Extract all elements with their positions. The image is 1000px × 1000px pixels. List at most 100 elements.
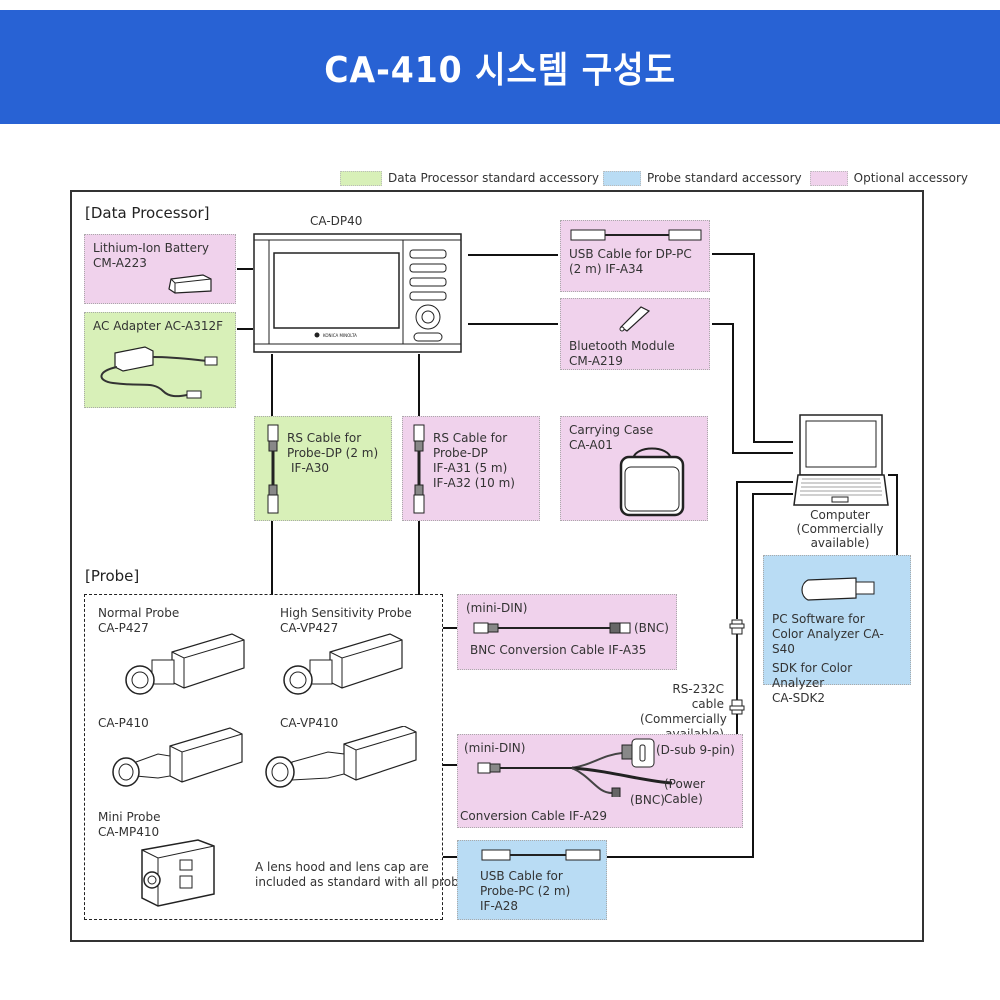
rs-cable-icon bbox=[413, 424, 425, 514]
computer-label-line1: Computer bbox=[810, 508, 870, 522]
conversion-mini-din-label: (mini-DIN) bbox=[464, 741, 526, 755]
computer-label-line2: (Commercially bbox=[796, 522, 884, 536]
conversion-cable-name: Conversion Cable IF-A29 bbox=[460, 809, 607, 823]
usb-probe-pc-line3: IF-A28 bbox=[480, 899, 518, 913]
carrying-case-box[interactable]: Carrying Case CA-A01 bbox=[560, 416, 708, 521]
connector-dp-rs-std bbox=[271, 354, 273, 418]
battery-label-line1: Lithium-Ion Battery bbox=[93, 241, 210, 255]
probe-vp410-model: CA-VP410 bbox=[280, 716, 339, 730]
connector-rs232c-computer bbox=[736, 481, 793, 483]
probe-ca-p410-icon bbox=[112, 727, 243, 787]
probe-p410-model: CA-P410 bbox=[98, 716, 149, 730]
section-label-data-processor: [Data Processor] bbox=[85, 204, 210, 222]
rs-cable-std-line3: IF-A30 bbox=[291, 461, 329, 475]
computer-label-line3: available) bbox=[810, 536, 870, 550]
conversion-cable-box[interactable]: (mini-DIN) (D-sub 9-pin) (Power Cable) (… bbox=[457, 734, 743, 828]
probe-ca-vp410-icon bbox=[265, 726, 417, 788]
bnc-cable-icon bbox=[473, 622, 631, 634]
usb-probe-pc-cable-box[interactable]: USB Cable for Probe-PC (2 m) IF-A28 bbox=[457, 840, 607, 920]
carrying-case-line1: Carrying Case bbox=[569, 423, 654, 437]
rs232c-line1: RS-232C cable bbox=[672, 682, 724, 711]
rs-cable-opt-line1: RS Cable for bbox=[433, 431, 508, 445]
connector-dp-usb bbox=[468, 254, 558, 256]
probe-note-line1: A lens hood and lens cap are bbox=[255, 860, 429, 874]
usb-dp-pc-cable-box[interactable]: USB Cable for DP-PC (2 m) IF-A34 bbox=[560, 220, 710, 292]
battery-box[interactable]: Lithium-Ion Battery CM-A223 bbox=[84, 234, 236, 304]
bluetooth-module-icon bbox=[619, 306, 651, 332]
bnc-conversion-cable-box[interactable]: (mini-DIN) (BNC) BNC Conversion Cable IF… bbox=[457, 594, 677, 670]
legend-swatch-probe-standard bbox=[602, 170, 641, 186]
connector-computer-sw-right bbox=[888, 474, 898, 476]
software-line3: SDK for Color Analyzer bbox=[772, 661, 853, 690]
bnc-end-label: (BNC) bbox=[634, 621, 669, 635]
data-processor-device: KONICA MINOLTA bbox=[253, 232, 463, 354]
software-line2: Color Analyzer CA-S40 bbox=[772, 627, 884, 656]
bnc-mini-din-label: (mini-DIN) bbox=[466, 601, 528, 615]
probe-group bbox=[84, 594, 443, 920]
battery-icon bbox=[168, 274, 212, 294]
bluetooth-label-line2: CM-A219 bbox=[569, 354, 623, 368]
rs232c-line2: (Commercially bbox=[640, 712, 727, 726]
rs-cable-optional-box[interactable]: RS Cable for Probe-DP IF-A31 (5 m) IF-A3… bbox=[402, 416, 540, 521]
probe-note-line2: included as standard with all probes bbox=[255, 875, 473, 889]
usb-stick-icon bbox=[801, 577, 875, 601]
conversion-dsub-label: (D-sub 9-pin) bbox=[656, 743, 735, 757]
rs-cable-opt-line2: Probe-DP bbox=[433, 446, 488, 460]
connector-usb-dp-pc-right bbox=[712, 253, 755, 255]
connector-usb-dp-pc-to-computer bbox=[753, 441, 793, 443]
bnc-cable-name: BNC Conversion Cable IF-A35 bbox=[470, 643, 647, 657]
connector-usb-probe-pc-right bbox=[607, 856, 754, 858]
probe-normal-name: Normal Probe bbox=[98, 606, 180, 620]
ac-adapter-label: AC Adapter AC-A312F bbox=[93, 319, 224, 333]
connector-dp-rs-opt bbox=[418, 354, 420, 418]
conversion-power-label: (Power Cable) bbox=[664, 777, 705, 806]
page-title: CA-410 시스템 구성도 bbox=[324, 50, 676, 91]
rs-cable-opt-line3: IF-A31 (5 m) bbox=[433, 461, 508, 475]
connector-bt-to-computer bbox=[732, 452, 793, 454]
connector-bt-right bbox=[712, 323, 734, 325]
usb-dp-pc-label-line1: USB Cable for DP-PC bbox=[569, 247, 692, 261]
probe-ca-mp410-icon bbox=[141, 839, 215, 907]
brand-logo-text: KONICA MINOLTA bbox=[323, 333, 357, 338]
bluetooth-label-line1: Bluetooth Module bbox=[569, 339, 675, 353]
connector-battery-dp bbox=[237, 268, 253, 270]
computer: Computer (Commercially available) bbox=[790, 413, 890, 553]
rs-cable-std-line1: RS Cable for bbox=[287, 431, 362, 445]
probe-note: A lens hood and lens cap are included as… bbox=[255, 860, 472, 890]
conversion-cable-icon bbox=[477, 738, 672, 797]
connector-probe-conversion bbox=[443, 764, 463, 766]
connector-usb-probe-computer bbox=[752, 493, 793, 495]
pc-software-box[interactable]: PC Software for Color Analyzer CA-S40 SD… bbox=[763, 555, 911, 705]
rs232c-cable-icon bbox=[729, 619, 745, 715]
probe-high-sensitivity-name: High Sensitivity Probe bbox=[280, 606, 412, 620]
probe-normal-model: CA-P427 bbox=[98, 621, 149, 635]
battery-label-line2: CM-A223 bbox=[93, 256, 147, 270]
connector-adapter-dp bbox=[237, 328, 253, 330]
legend-label-optional: Optional accessory bbox=[853, 171, 969, 185]
probe-ca-vp427-icon bbox=[283, 633, 403, 695]
usb-probe-pc-line2: Probe-PC (2 m) bbox=[480, 884, 571, 898]
probe-high-sensitivity-label: High Sensitivity Probe CA-VP427 bbox=[280, 606, 412, 636]
laptop-icon bbox=[793, 414, 889, 506]
software-line1: PC Software for bbox=[772, 612, 865, 626]
legend-label-probe-standard: Probe standard accessory bbox=[646, 171, 802, 185]
ac-adapter-icon bbox=[100, 346, 218, 399]
ac-adapter-box[interactable]: AC Adapter AC-A312F bbox=[84, 312, 236, 408]
carrying-case-line2: CA-A01 bbox=[569, 438, 613, 452]
rs-cable-opt-line4: IF-A32 (10 m) bbox=[433, 476, 515, 490]
connector-computer-sw-down bbox=[896, 474, 898, 556]
connector-probe-usb bbox=[443, 856, 463, 858]
conversion-bnc-label: (BNC) bbox=[630, 793, 665, 807]
connector-rs232c-lower bbox=[736, 714, 738, 752]
bluetooth-module-box[interactable]: Bluetooth Module CM-A219 bbox=[560, 298, 710, 370]
connector-usb-dp-pc-down bbox=[753, 253, 755, 443]
carrying-case-icon bbox=[619, 447, 685, 517]
rs-cable-standard-box[interactable]: RS Cable for Probe-DP (2 m) IF-A30 bbox=[254, 416, 392, 521]
usb-dp-pc-label-line2: (2 m) IF-A34 bbox=[569, 262, 644, 276]
diagram-frame bbox=[70, 190, 924, 942]
rs232c-label: RS-232C cable (Commercially available) bbox=[640, 682, 727, 742]
usb-cable-icon bbox=[481, 849, 601, 861]
connector-rs-std-probe bbox=[271, 521, 273, 595]
software-line4: CA-SDK2 bbox=[772, 691, 826, 705]
legend-swatch-dp-standard bbox=[340, 170, 382, 186]
